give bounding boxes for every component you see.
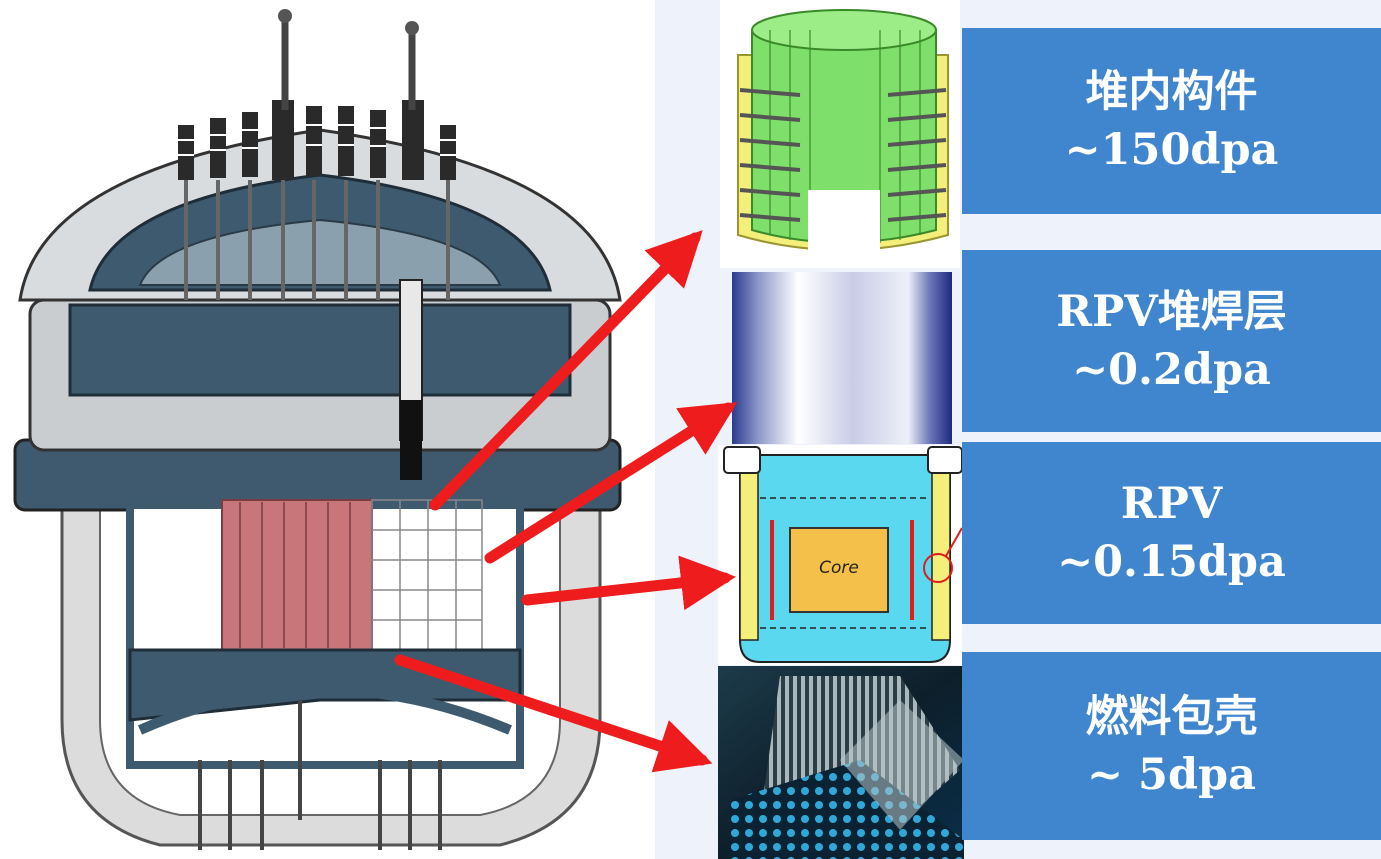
rpv-schematic-image bbox=[718, 445, 963, 665]
label-rpv-cladding: RPV堆焊层 ~0.2dpa bbox=[962, 250, 1381, 432]
core-block bbox=[789, 527, 889, 613]
label-internals-dose: ~150dpa bbox=[1064, 125, 1279, 175]
arrow-to-rpv-cladding bbox=[484, 402, 738, 564]
rod-drive-shaft-dark bbox=[400, 400, 422, 480]
arrow-to-fuel-cladding bbox=[394, 654, 713, 773]
fuel-assemblies bbox=[221, 499, 373, 651]
drive-stripes bbox=[178, 124, 456, 156]
fuel-assembly-lines bbox=[239, 502, 351, 648]
pointer-arrows bbox=[394, 230, 738, 773]
arrow-to-internals bbox=[429, 230, 703, 511]
label-fuel-cladding-name: 燃料包壳 bbox=[1085, 691, 1258, 742]
fuel-assembly-image bbox=[718, 666, 964, 859]
label-rpv: RPV ~0.15dpa bbox=[962, 442, 1381, 624]
internals-image bbox=[720, 0, 960, 268]
core-label: Core bbox=[819, 558, 859, 578]
label-rpv-cladding-name: RPV堆焊层 bbox=[1056, 286, 1287, 337]
label-rpv-cladding-dose: ~0.2dpa bbox=[1072, 345, 1271, 395]
upper-support-plate bbox=[68, 303, 572, 397]
label-internals: 堆内构件 ~150dpa bbox=[962, 28, 1381, 214]
label-rpv-name: RPV bbox=[1120, 478, 1223, 529]
upper-plenum bbox=[138, 218, 502, 286]
label-fuel-cladding-dose: ~ 5dpa bbox=[1087, 750, 1256, 800]
label-internals-name: 堆内构件 bbox=[1085, 66, 1258, 117]
bottom-instrument-tubes bbox=[198, 700, 442, 850]
instrument-lance-left-cap bbox=[278, 9, 292, 23]
instrument-lance-right-cap bbox=[405, 21, 419, 35]
label-rpv-dose: ~0.15dpa bbox=[1057, 537, 1286, 587]
control-rod-drives bbox=[178, 100, 456, 180]
lower-head bbox=[137, 685, 512, 735]
arrow-to-rpv bbox=[521, 555, 736, 611]
label-fuel-cladding: 燃料包壳 ~ 5dpa bbox=[962, 652, 1381, 840]
baffle-grid bbox=[371, 499, 483, 651]
reactor-vessel-illustration bbox=[13, 9, 622, 850]
guide-tubes bbox=[184, 180, 450, 300]
rpv-cladding-image bbox=[732, 272, 952, 444]
